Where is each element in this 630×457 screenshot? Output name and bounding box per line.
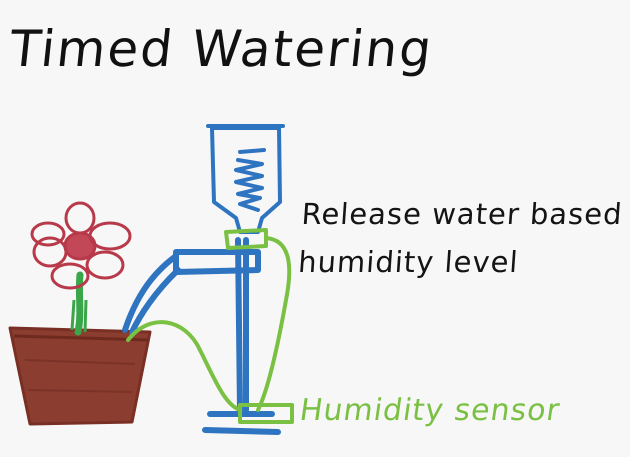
flower-head xyxy=(30,201,132,290)
annotation-line-2: humidity level xyxy=(297,245,520,279)
water-bottle xyxy=(206,124,285,234)
annotation-line-1: Release water based on xyxy=(300,197,630,231)
sensor-wire xyxy=(126,228,294,424)
humidity-sensor-label: Humidity sensor xyxy=(297,393,563,428)
annotation-text: Release water based on humidity level xyxy=(297,190,630,286)
flower-pot xyxy=(8,326,152,426)
flower-stem xyxy=(70,271,88,336)
